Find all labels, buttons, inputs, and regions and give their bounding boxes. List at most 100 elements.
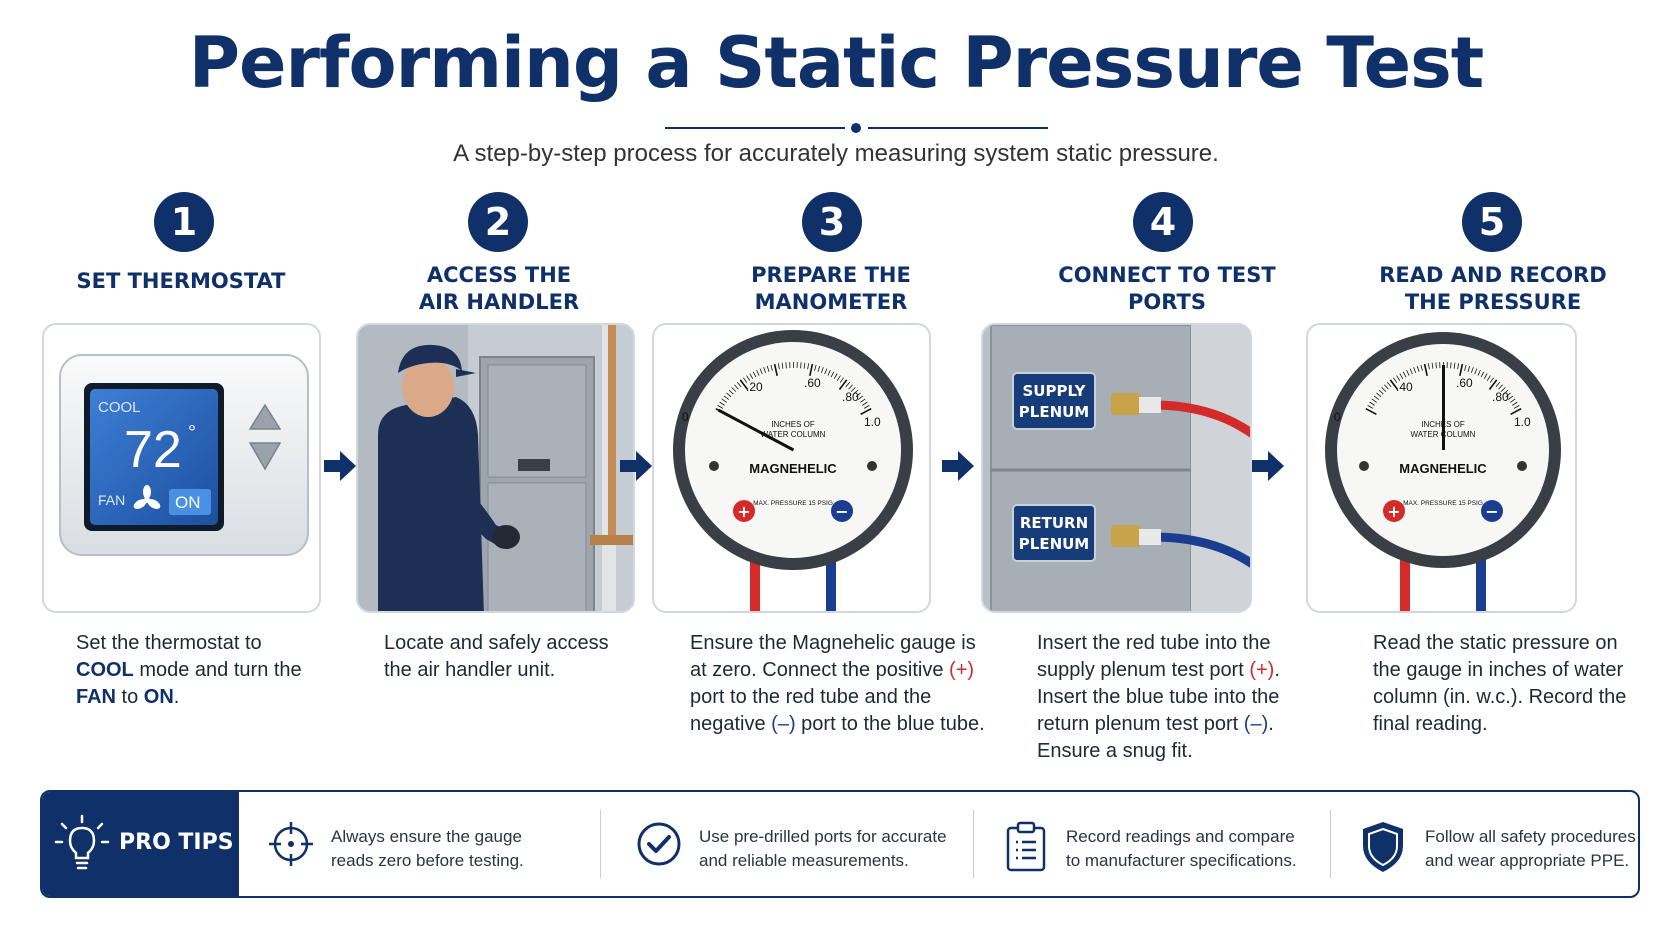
gauge-major-tick [739,379,749,390]
negative-port-label: − [1485,502,1498,521]
gauge-minor-tick [857,395,864,400]
tip-text: Follow all safety procedures and wear ap… [1425,827,1636,870]
step-3-number: 3 [802,192,862,252]
tip-text: Record readings and compare to manufactu… [1066,827,1297,870]
step-2-title: ACCESS THE AIR HANDLER [418,263,580,314]
gauge-minor-tick [1378,389,1384,395]
thermostat-fan-state: ON [175,493,201,512]
gauge-minor-tick [1367,405,1374,409]
gauge-minor-tick [1477,369,1481,376]
step-4-title: CONNECT TO TEST PORTS [1058,263,1276,314]
supply-plenum-label-line-2: PLENUM [1019,403,1089,421]
gauge-minor-tick [820,367,824,374]
gauge-minor-tick [827,369,831,376]
tip-divider [973,810,974,878]
negative-port-label: − [835,502,848,521]
page-title: Performing a Static Pressure Test [188,22,1485,104]
gauge-minor-tick [723,395,730,400]
thermostat-mode: COOL [98,399,141,416]
positive-port-icon [733,500,755,522]
gauge-minor-tick [749,373,754,380]
thermostat-degree: ° [188,422,196,444]
gauge-minor-tick [1503,389,1509,395]
air-handler-illustration [358,325,633,611]
gauge-minor-tick [1505,392,1511,398]
gauge-brand: MAGNEHELIC [749,461,837,476]
gauge-minor-tick [721,398,727,403]
tick-label-20: .20 [746,380,763,394]
supply-plenum-label-line-1: SUPPLY [1022,382,1086,400]
gauge-minor-tick [814,364,817,371]
gauge-minor-tick [1453,362,1456,369]
fan-icon [133,485,161,509]
shield-icon [1363,822,1403,872]
step-4-description: Insert the red tube into the supply plen… [1037,632,1280,762]
gauge-minor-tick [1371,398,1377,403]
tip-item: Always ensure the gauge reads zero befor… [239,792,601,896]
gauge-minor-tick [1402,371,1407,378]
pro-tips-label: PRO TIPS [119,830,234,855]
gauge-brand: MAGNEHELIC [1399,461,1487,476]
tip-divider [1330,810,1331,878]
gauge-minor-tick [1464,364,1467,371]
return-plenum-label-line-1: RETURN [1020,514,1088,532]
gauge-minor-tick [1498,384,1503,390]
step-3-title: PREPARE THE MANOMETER [751,263,911,314]
tip-item: Record readings and compare to manufactu… [974,792,1330,896]
gauge-minor-tick [1384,384,1389,390]
title-divider [665,122,1048,134]
tick-label-40: .40 [1396,380,1413,394]
gauge-minor-tick [1510,398,1516,403]
gauge-major-tick [838,379,848,390]
gauge-minor-tick [746,375,751,381]
gauge-major-tick [860,407,872,416]
gauge-minor-tick [777,363,780,370]
positive-port-icon [1383,500,1405,522]
step-5-title: READ AND RECORD THE PRESSURE [1379,263,1607,314]
gauge-minor-tick [1480,371,1485,378]
gauge-minor-tick [752,371,757,378]
gauge-minor-tick [1486,375,1491,381]
clipboard-icon [1006,821,1046,872]
gauge-major-tick [773,363,778,376]
plenum-ports-illustration: SUPPLY PLENUM RETURN PLENUM [983,325,1250,611]
gauge-minor-tick [756,369,760,376]
gauge-minor-tick [763,367,767,374]
gauge-minor-tick [853,389,859,395]
step-2-description: Locate and safely access the air handler… [384,632,609,681]
gauge-minor-tick [807,363,810,370]
step-2-number: 2 [468,192,528,252]
gauge-minor-tick [1474,368,1478,375]
gauge-major-tick [1459,363,1464,376]
gauge-minor-tick [1393,377,1398,383]
gauge-minor-tick [1512,401,1518,406]
gauge-minor-tick [1450,362,1452,369]
air-handler-card [356,323,635,613]
gauge-minor-tick [717,405,724,409]
gauge-major-tick [1510,407,1522,416]
step-3-description: Ensure the Magnehelic gauge is at zero. … [690,632,985,735]
gauge-max-pressure: MAX. PRESSURE 15 PSIG [753,500,833,507]
gauge-minor-tick [1381,387,1387,392]
gauge-minor-tick [830,371,835,378]
gauge-minor-tick [1416,365,1420,372]
reading-card: 0 .40 .60 .80 1.0 INCHES OF WATER COLUMN… [1306,323,1577,613]
step-1-number: 1 [154,192,214,252]
arrow-right-icon [940,448,976,484]
tip-text: Always ensure the gauge reads zero befor… [331,827,524,870]
gauge-minor-tick [836,375,841,381]
gauge-minor-tick [1507,395,1514,400]
gauge-minor-tick [862,401,868,406]
gauge-minor-tick [1431,362,1434,369]
return-plenum-label-line-2: PLENUM [1019,535,1089,553]
tick-label-80: .80 [842,390,859,404]
gauge-minor-tick [1500,387,1506,392]
page-subtitle: A step-by-step process for accurately me… [453,140,1219,167]
gauge-minor-tick [1483,373,1488,380]
temp-down-icon [248,442,282,471]
gauge-minor-tick [800,362,802,369]
gauge-minor-tick [785,362,787,369]
gauge-minor-tick [734,384,739,390]
gauge-minor-tick [1387,382,1392,388]
step-5-description: Read the static pressure on the gauge in… [1373,632,1627,735]
